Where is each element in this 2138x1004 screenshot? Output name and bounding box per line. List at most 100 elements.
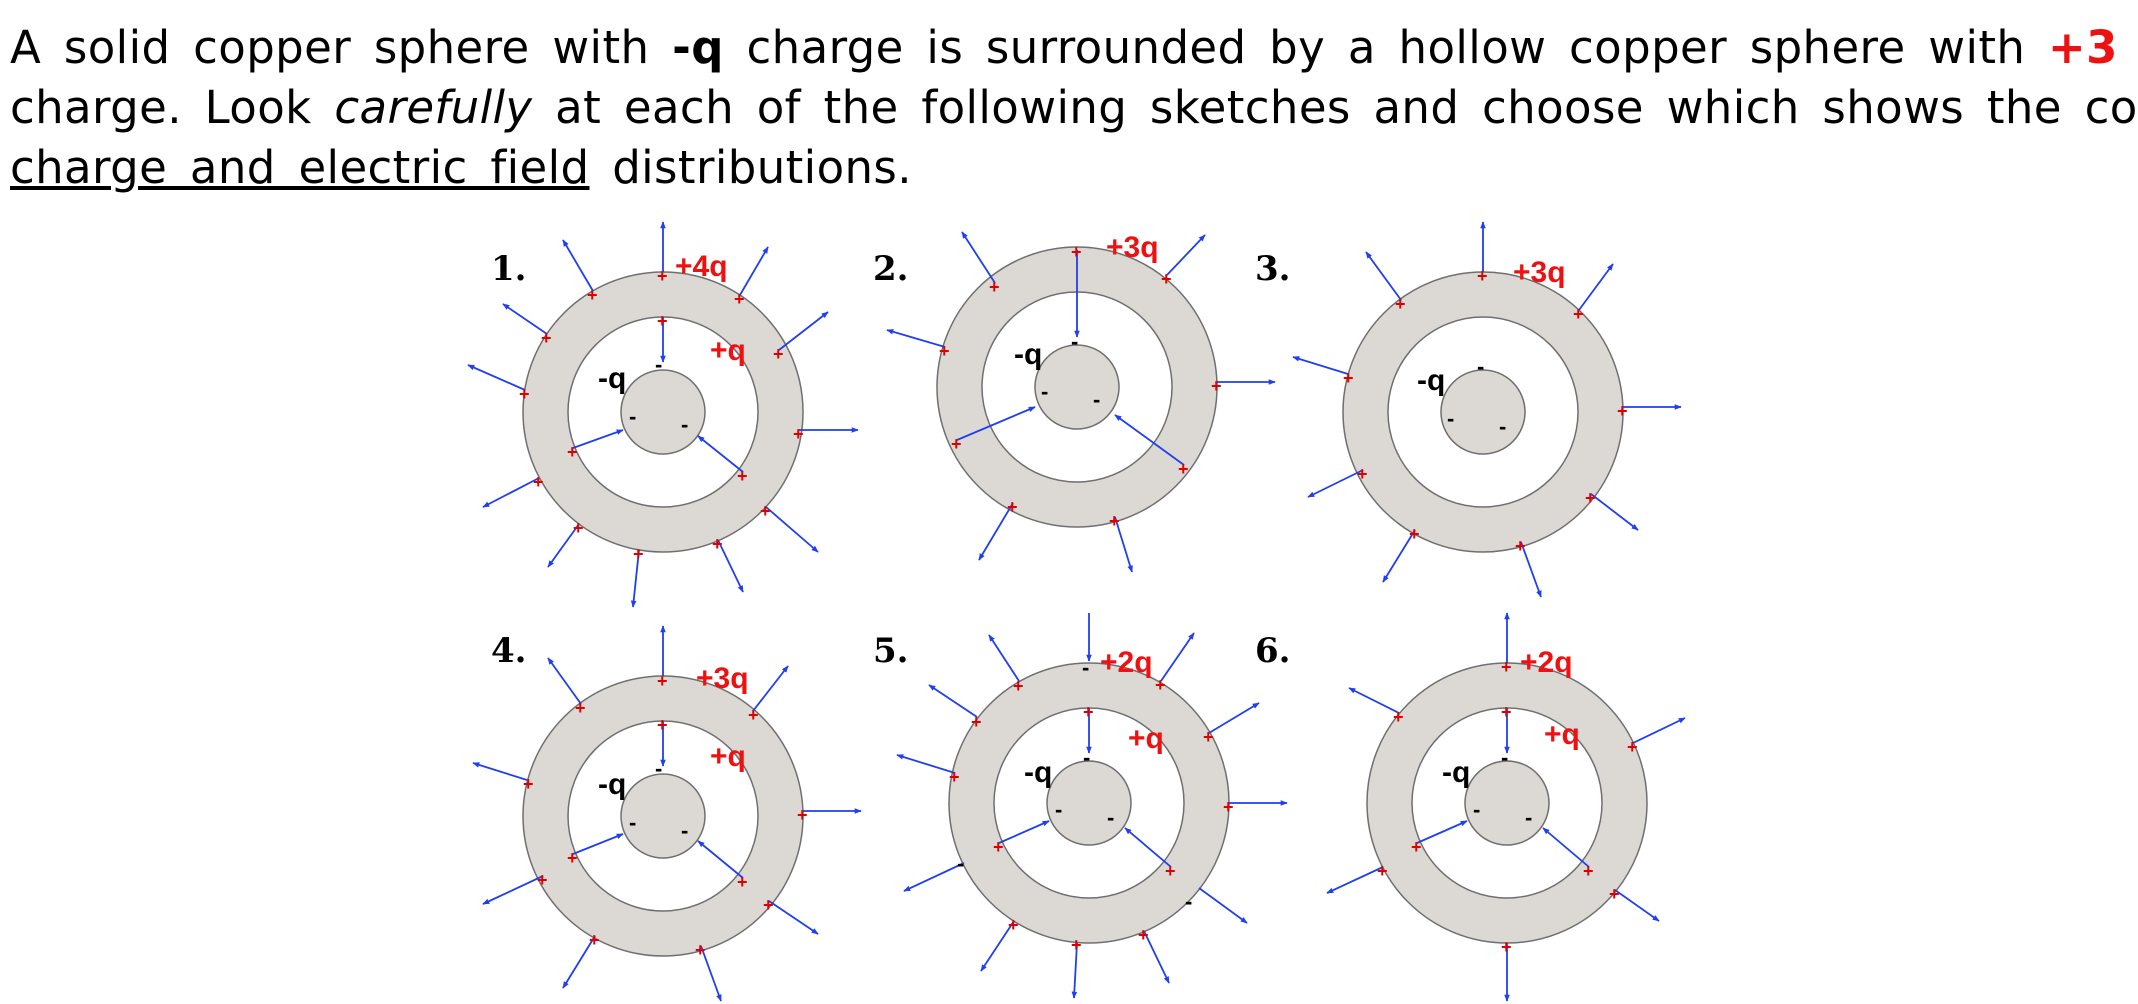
outer-charge-label-5: +2q bbox=[1100, 646, 1153, 679]
plus-charge: + bbox=[1501, 702, 1512, 722]
field-arrow bbox=[1632, 717, 1686, 744]
minus-charge: - bbox=[655, 756, 662, 781]
sketch-number-1: 1. bbox=[491, 249, 527, 289]
plus-charge: + bbox=[1583, 861, 1594, 881]
field-arrows bbox=[1292, 221, 1682, 598]
minus-charge: - bbox=[1055, 797, 1062, 822]
minus-charge: - bbox=[1185, 889, 1192, 914]
core-minus-charges: - - - bbox=[1041, 329, 1100, 412]
plus-charge: + bbox=[951, 434, 962, 454]
plus-charge: + bbox=[1627, 737, 1638, 757]
question-charge-plus-3: +3 bbox=[2048, 21, 2118, 74]
plus-charge: + bbox=[541, 328, 552, 348]
sketch-4: + + + + + + + + + + + + - - - bbox=[472, 625, 862, 1002]
plus-charge: + bbox=[1477, 266, 1488, 286]
field-arrow bbox=[1307, 469, 1364, 498]
question-line2-a: charge. Look bbox=[10, 81, 335, 134]
field-arrows bbox=[472, 625, 862, 1002]
outer-surface-plus-charges: + + + + + + + + + bbox=[949, 675, 1234, 955]
field-arrow bbox=[1166, 234, 1206, 276]
plus-charge: + bbox=[1357, 464, 1368, 484]
plus-charge: + bbox=[773, 344, 784, 364]
field-arrow bbox=[1348, 687, 1400, 714]
plus-charge: + bbox=[695, 940, 706, 960]
core-charge-label-6: -q bbox=[1442, 756, 1470, 789]
minus-charge: - bbox=[1525, 805, 1532, 830]
field-arrow bbox=[768, 900, 819, 935]
field-arrow bbox=[886, 329, 946, 348]
plus-charge: + bbox=[1007, 497, 1018, 517]
field-arrow bbox=[630, 549, 640, 608]
field-arrow bbox=[998, 820, 1050, 844]
inner-sphere bbox=[1046, 760, 1132, 846]
plus-charge: + bbox=[537, 870, 548, 890]
plus-charge: + bbox=[793, 424, 804, 444]
minus-charge: - bbox=[1501, 745, 1508, 770]
inner-sphere bbox=[620, 773, 706, 859]
field-arrow bbox=[1071, 942, 1078, 999]
inner-surface-plus-charges: + + + bbox=[567, 311, 748, 486]
core-minus-charges: - - - bbox=[1473, 745, 1532, 830]
field-arrow bbox=[1578, 263, 1614, 311]
field-arrow bbox=[1416, 820, 1468, 844]
plus-charge: + bbox=[1515, 536, 1526, 556]
plus-charge: + bbox=[1409, 524, 1420, 544]
outer-charge-label-2: +3q bbox=[1106, 231, 1159, 264]
plus-charge: + bbox=[1393, 707, 1404, 727]
field-arrow bbox=[700, 945, 722, 1002]
plus-charge: + bbox=[971, 712, 982, 732]
minus-charge: - bbox=[1093, 387, 1100, 412]
minus-charge: - bbox=[1473, 797, 1480, 822]
inner-surface-plus-charges: + + + bbox=[993, 702, 1176, 881]
plus-charge: + bbox=[993, 837, 1004, 857]
plus-charge: + bbox=[1223, 797, 1234, 817]
field-arrow bbox=[1160, 632, 1195, 682]
minus-charge: - bbox=[1477, 354, 1484, 379]
field-arrow bbox=[572, 429, 624, 449]
field-arrow bbox=[1614, 889, 1660, 922]
field-arrows bbox=[1326, 612, 1686, 1002]
sketch-2: + + + + + + + + + - - - bbox=[886, 231, 1276, 573]
field-arrow bbox=[1365, 251, 1402, 301]
plus-charge: + bbox=[989, 277, 1000, 297]
plus-charge: + bbox=[575, 698, 586, 718]
plus-charge: + bbox=[1609, 884, 1620, 904]
plus-charge: + bbox=[797, 805, 808, 825]
core-minus-charges: - - - bbox=[629, 756, 688, 843]
field-arrow bbox=[739, 246, 769, 296]
field-arrow bbox=[697, 435, 744, 473]
plus-charge: + bbox=[573, 518, 584, 538]
core-minus-charges: - - - bbox=[1055, 745, 1114, 830]
inner-charge-label-1: +q bbox=[710, 334, 746, 367]
minus-charge: - bbox=[1082, 655, 1089, 680]
plus-charge: + bbox=[949, 767, 960, 787]
minus-charge: - bbox=[1041, 379, 1048, 404]
plus-charge: + bbox=[1617, 401, 1628, 421]
field-arrow bbox=[472, 762, 528, 781]
field-arrow bbox=[1326, 866, 1384, 894]
sketch-5: + + + + + + + + + - - - + + + - - - bbox=[896, 613, 1288, 999]
plus-charge: + bbox=[567, 442, 578, 462]
minus-charge: - bbox=[681, 818, 688, 843]
field-arrow bbox=[752, 665, 789, 712]
sketch-number-6: 6. bbox=[1255, 631, 1291, 671]
inner-charge-label-4: +q bbox=[710, 740, 746, 773]
field-arrow bbox=[928, 684, 978, 718]
field-arrow bbox=[547, 657, 582, 705]
field-arrow bbox=[1198, 887, 1248, 924]
plus-charge: + bbox=[657, 266, 668, 286]
minus-charge: - bbox=[1499, 414, 1506, 439]
minus-charge: - bbox=[1447, 406, 1454, 431]
field-arrow bbox=[697, 840, 744, 879]
plus-charge: + bbox=[523, 774, 534, 794]
outer-surface-plus-charges: + + + + + + + + + + + + bbox=[519, 266, 804, 564]
field-arrow bbox=[980, 920, 1015, 972]
plus-charge: + bbox=[657, 715, 668, 735]
field-arrows bbox=[896, 613, 1288, 999]
outer-surface-plus-charges: + + + + + + + + + bbox=[1343, 266, 1628, 556]
outer-charge-label-6: +2q bbox=[1520, 646, 1573, 679]
sketch-number-2: 2. bbox=[873, 249, 909, 289]
plus-charge: + bbox=[657, 671, 668, 691]
core-charge-label-3: -q bbox=[1417, 364, 1445, 397]
plus-charge: + bbox=[1155, 675, 1166, 695]
